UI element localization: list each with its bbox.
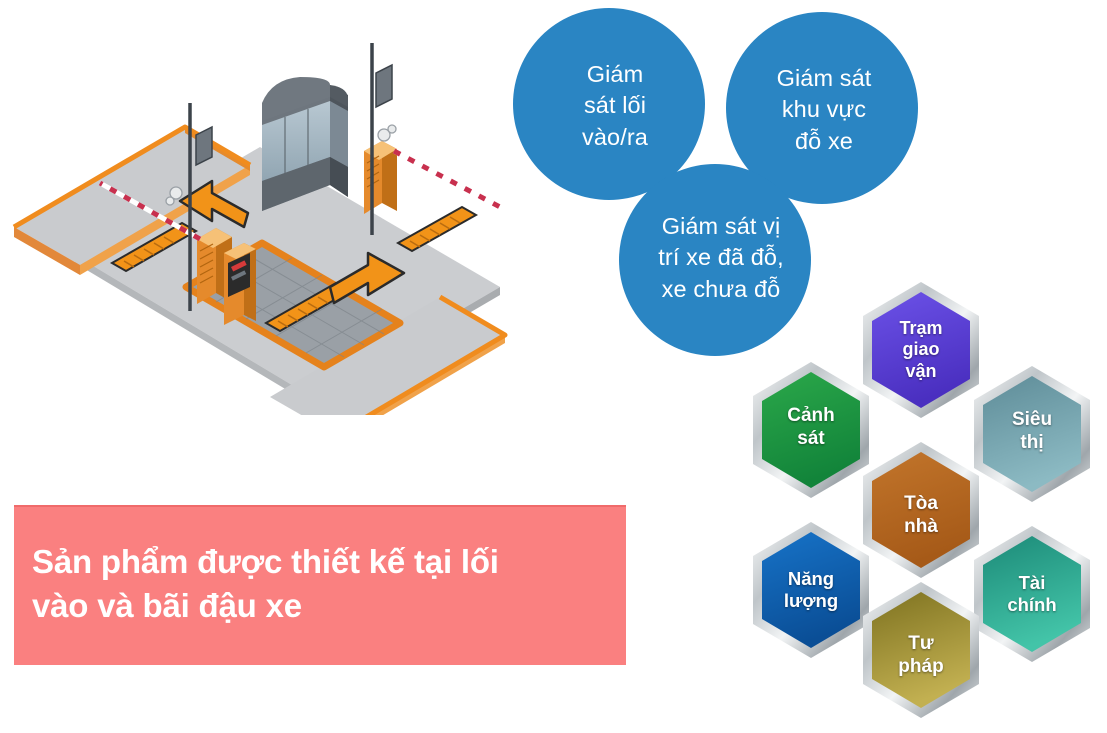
hex-police[interactable]: Cảnh sát [749,360,873,500]
hex-transit-station[interactable]: Trạm giao vận [859,280,983,420]
circle-entry-label: Giám sát lối vào/ra [582,61,648,150]
circle-monitor-parking-area: Giám sát khu vực đỗ xe [726,12,918,204]
circle-monitor-parked-spots: Giám sát vị trí xe đã đỗ, xe chưa đỗ [619,164,811,356]
parking-entrance-illustration [0,25,520,415]
circle-area-label: Giám sát khu vực đỗ xe [776,65,872,154]
hex-supermarket[interactable]: Siêu thị [970,364,1094,504]
monitoring-circles-group: Giám sát lối vào/ra Giám sát khu vực đỗ … [505,0,930,365]
hex-finance[interactable]: Tài chính [970,524,1094,664]
application-domains-hex-cluster: Trạm giao vận [735,280,1107,725]
hex-building[interactable]: Tòa nhà [859,440,983,580]
banner-text: Sản phẩm được thiết kế tại lối vào và bã… [32,543,499,624]
hex-justice[interactable]: Tư pháp [859,580,983,720]
circle-monitor-entry-exit: Giám sát lối vào/ra [513,8,705,200]
circle-spot-label: Giám sát vị trí xe đã đỗ, xe chưa đỗ [658,213,784,302]
hex-energy[interactable]: Năng lượng [749,520,873,660]
product-description-banner: Sản phẩm được thiết kế tại lối vào và bã… [14,505,626,665]
